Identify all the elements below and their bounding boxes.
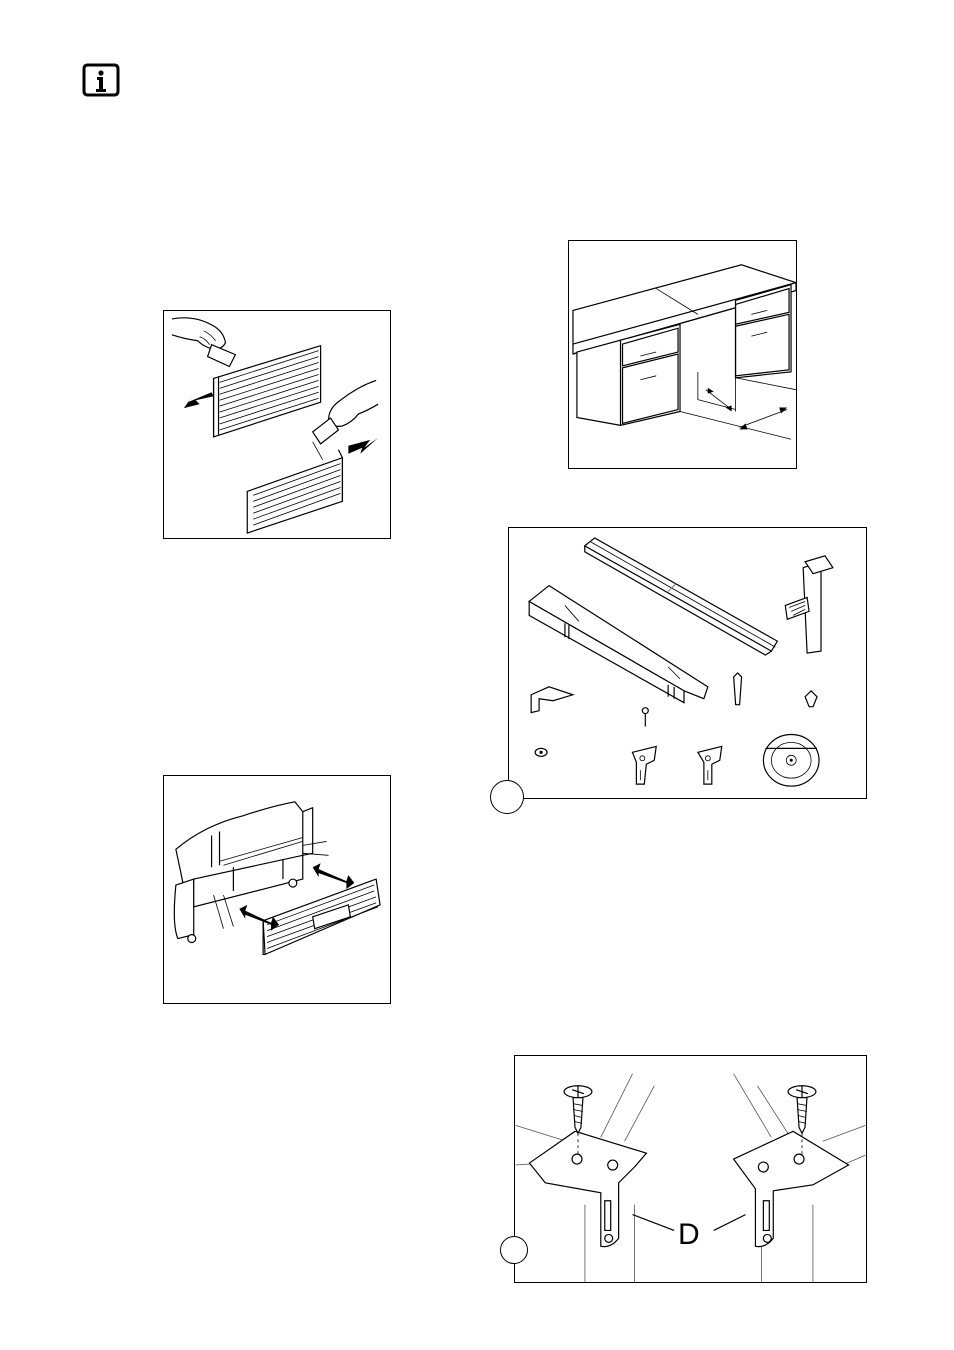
installation-parts-kit-illustration <box>509 528 866 798</box>
cabinet-space-figure <box>568 240 797 469</box>
info-icon <box>82 62 120 98</box>
bracket-label-d: D <box>678 1220 700 1250</box>
parts-kit-figure <box>508 527 867 799</box>
plinth-grille-fitting-illustration <box>164 776 390 1003</box>
figure-callout-circle <box>500 1236 528 1264</box>
grille-removal-figure <box>163 310 391 539</box>
ventilation-grille-removal-illustration <box>164 311 390 538</box>
grille-fitting-figure <box>163 775 391 1004</box>
figure-callout-circle <box>490 780 524 814</box>
kitchen-cabinet-niche-illustration <box>569 241 796 468</box>
